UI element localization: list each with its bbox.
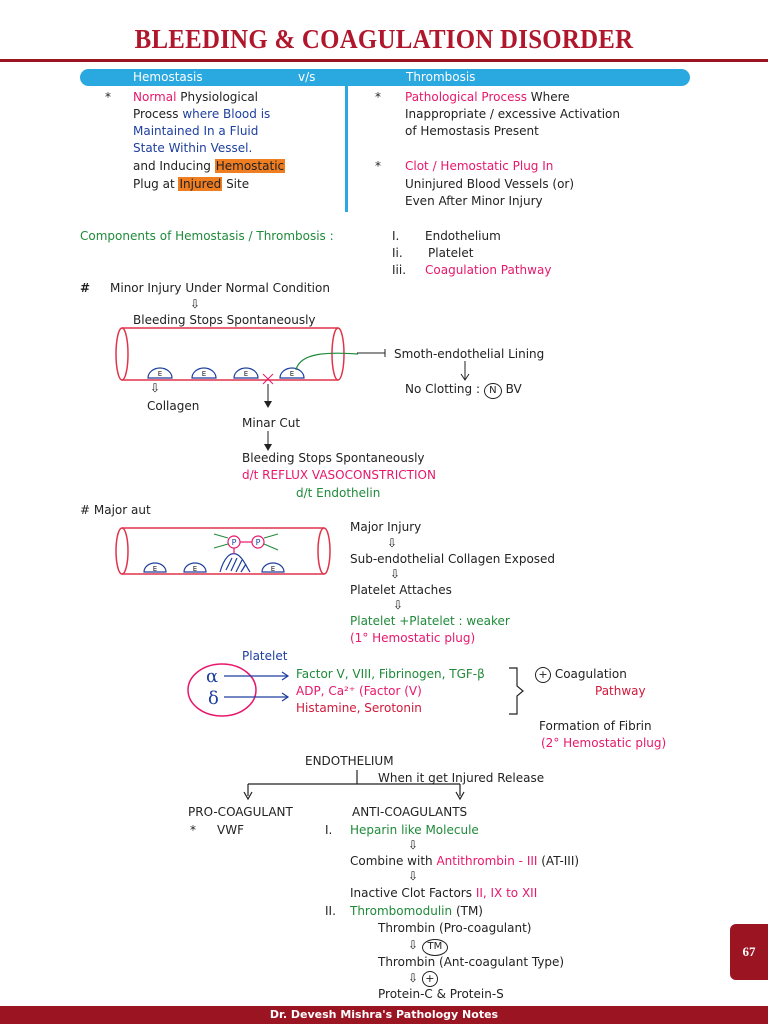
plus-conversion: ⇩ + — [408, 970, 438, 987]
inactive-factors-line: Inactive Clot Factors II, IX to XII — [350, 886, 538, 900]
component-num: I. — [392, 229, 400, 243]
down-arrow — [264, 431, 272, 451]
endothelin-label: d/t Endothelin — [296, 486, 381, 500]
fibrin-label: Formation of Fibrin — [539, 719, 652, 733]
bullet: * — [190, 823, 196, 837]
endothelial-cell-label: E — [271, 565, 275, 573]
component-item: Coagulation Pathway — [425, 263, 552, 277]
down-arrow: ⇩ — [408, 869, 419, 883]
anti-num: I. — [325, 823, 333, 837]
hemostasis-line: Process where Blood is — [133, 107, 271, 121]
bullet: * — [375, 90, 381, 104]
delta-granule-symbol: δ — [208, 688, 219, 709]
hemostasis-header: Hemostasis — [133, 70, 203, 84]
alpha-granule-contents: Factor V, VIII, Fibrinogen, TGF-β — [296, 667, 485, 681]
down-arrow: ⇩ — [408, 838, 419, 852]
endothelial-lining-label: Smoth-endothelial Lining — [394, 347, 545, 361]
injured-release-label: When it get Injured Release — [378, 771, 545, 785]
bleeding-stops-label: Bleeding Stops Spontaneously — [133, 313, 316, 327]
hemostasis-line: Normal Physiological — [133, 90, 259, 104]
comparison-header-bar — [80, 69, 690, 86]
major-step: Platelet Attaches — [350, 583, 452, 597]
down-arrow — [460, 361, 470, 381]
endothelial-cell-label: E — [290, 370, 294, 378]
minor-cut-label: Minar Cut — [242, 416, 301, 430]
major-step: Major Injury — [350, 520, 422, 534]
protein-c-s-label: Protein-C & Protein-S — [378, 987, 504, 1001]
major-step: Sub-endothelial Collagen Exposed — [350, 552, 556, 566]
down-arrow — [264, 384, 272, 408]
hemostasis-line: Maintained In a Fluid — [133, 124, 259, 138]
thrombin-anti-label: Thrombin (Ant-coagulant Type) — [378, 955, 565, 969]
down-arrow: ⇩ — [190, 297, 201, 311]
vessel-normal-diagram: E E E E — [115, 327, 359, 385]
vessel-injury-diagram: E E E P P — [115, 527, 331, 575]
combine-line: Combine with Antithrombin - III (AT-III) — [350, 854, 580, 868]
endothelium-branch-arrows — [243, 770, 465, 801]
anti-num: II. — [325, 904, 336, 918]
tm-conversion: ⇩ TM — [408, 937, 448, 956]
thrombosis-header: Thrombosis — [406, 70, 476, 84]
comparison-divider — [345, 86, 348, 212]
coagulation-label: + Coagulation — [535, 666, 627, 683]
thrombosis-line: of Hemostasis Present — [405, 124, 539, 138]
heparin-label: Heparin like Molecule — [350, 823, 479, 837]
thrombosis-line: Inappropriate / excessive Activation — [405, 107, 620, 121]
platelet-p-label: P — [232, 538, 237, 547]
down-arrow: ⇩ — [150, 381, 161, 395]
minor-injury-heading: Minor Injury Under Normal Condition — [110, 281, 330, 295]
primary-plug-label: (1° Hemostatic plug) — [350, 631, 476, 645]
major-step: Platelet +Platelet : weaker — [350, 614, 510, 628]
delta-granule-contents: ADP, Ca²⁺ (Factor (V) — [296, 684, 422, 698]
page-number: 67 — [730, 924, 768, 980]
down-arrow: ⇩ — [387, 536, 398, 550]
endothelial-cell-label: E — [193, 565, 197, 573]
platelet-label: Platelet — [242, 649, 288, 663]
page-title: BLEEDING & COAGULATION DISORDER — [134, 24, 634, 54]
pathway-label: Pathway — [595, 684, 646, 698]
hemostasis-line: State Within Vessel. — [133, 141, 253, 155]
pro-coagulant-heading: PRO-COAGULANT — [188, 805, 293, 819]
title-rule — [0, 59, 768, 62]
thrombosis-line: Even After Minor Injury — [405, 194, 543, 208]
secondary-plug-label: (2° Hemostatic plug) — [541, 736, 667, 750]
major-injury-heading: # Major aut — [80, 503, 151, 517]
component-num: Ii. — [392, 246, 403, 260]
reflux-vasoconstriction: d/t REFLUX VASOCONSTRICTION — [242, 468, 436, 482]
vs-label: v/s — [298, 70, 316, 84]
component-item: Endothelium — [425, 229, 501, 243]
thrombosis-line: Uninjured Blood Vessels (or) — [405, 177, 575, 191]
components-heading: Components of Hemostasis / Thrombosis : — [80, 229, 334, 243]
down-arrow: ⇩ — [390, 567, 401, 581]
hash-mark: # — [80, 281, 91, 295]
thrombin-pro-label: Thrombin (Pro-coagulant) — [378, 921, 532, 935]
bleeding-stops-label: Bleeding Stops Spontaneously — [242, 451, 425, 465]
thrombomodulin-line: Thrombomodulin (TM) — [350, 904, 483, 918]
hemostasis-line: Plug at Injured Site — [133, 177, 250, 191]
endothelial-cell-label: E — [153, 565, 157, 573]
thrombosis-line: Pathological Process Where — [405, 90, 570, 104]
down-arrow: ⇩ — [393, 598, 404, 612]
delta-granule-contents: Histamine, Serotonin — [296, 701, 422, 715]
thrombosis-line: Clot / Hemostatic Plug In — [405, 159, 554, 173]
endothelial-cell-label: E — [158, 370, 162, 378]
collagen-label: Collagen — [147, 399, 200, 413]
no-clotting-label: No Clotting : N BV — [405, 381, 522, 399]
component-num: Iii. — [392, 263, 407, 277]
footer: Dr. Devesh Mishra's Pathology Notes — [0, 1006, 768, 1024]
bullet: * — [375, 159, 381, 173]
brace — [509, 667, 524, 715]
platelet-granule-diagram: α δ — [187, 663, 290, 717]
endothelium-heading: ENDOTHELIUM — [305, 754, 394, 768]
component-item: Platelet — [428, 246, 474, 260]
platelet-p-label: P — [256, 538, 261, 547]
endothelial-cell-label: E — [244, 370, 248, 378]
vwf-label: VWF — [217, 823, 244, 837]
alpha-granule-symbol: α — [206, 666, 218, 687]
hemostasis-line: and Inducing Hemostatic — [133, 159, 286, 173]
anti-coagulants-heading: ANTI-COAGULANTS — [352, 805, 468, 819]
endothelial-cell-label: E — [202, 370, 206, 378]
bullet: * — [105, 90, 111, 104]
pointer-line — [357, 349, 386, 357]
